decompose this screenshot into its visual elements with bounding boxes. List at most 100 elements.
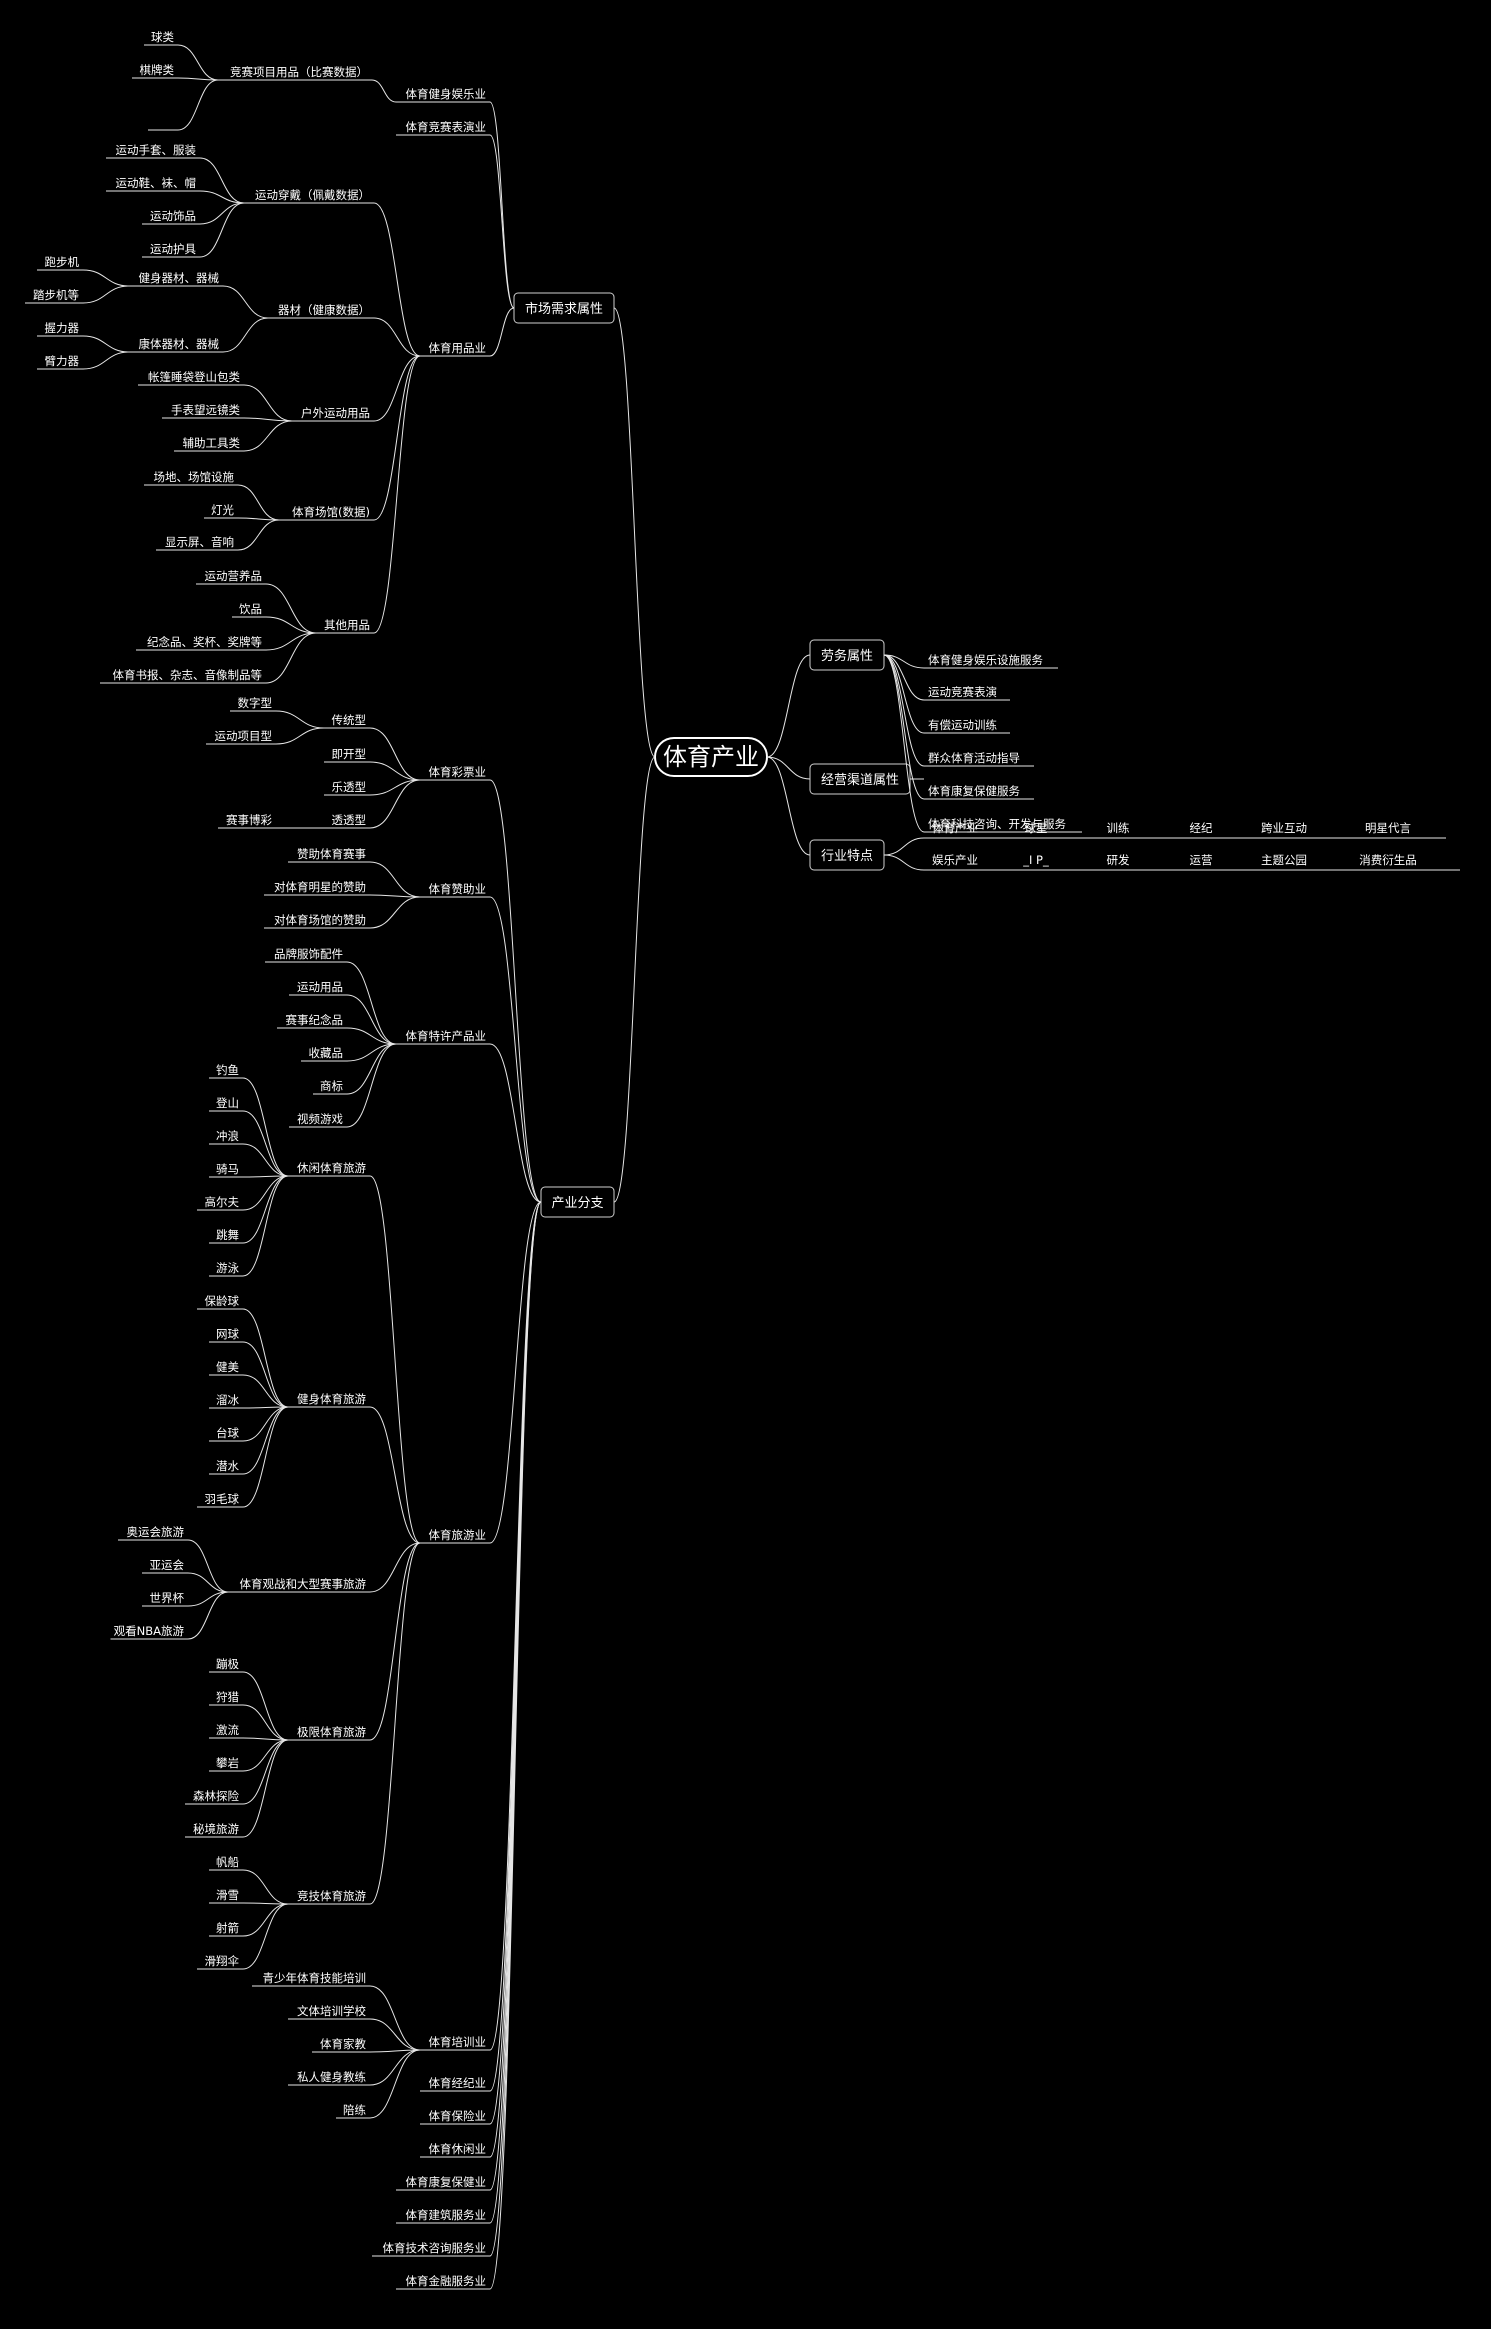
node-label[interactable]: 射箭 xyxy=(216,1921,239,1935)
node-label[interactable]: 观看NBA旅游 xyxy=(114,1624,185,1638)
node-label[interactable]: 登山 xyxy=(216,1096,239,1110)
node-label[interactable]: 纪念品、奖杯、奖牌等 xyxy=(147,635,262,649)
node-label[interactable]: 体育彩票业 xyxy=(429,765,487,779)
node-label[interactable]: 体育书报、杂志、音像制品等 xyxy=(113,668,263,682)
node-label[interactable]: 场地、场馆设施 xyxy=(154,470,235,484)
node-label[interactable]: 运动项目型 xyxy=(215,729,273,743)
node-label[interactable]: 灯光 xyxy=(211,503,234,517)
node-label[interactable]: 户外运动用品 xyxy=(301,406,370,420)
node-label[interactable]: 体育康复保健业 xyxy=(406,2175,487,2189)
node-label[interactable]: 手表望远镜类 xyxy=(171,403,240,417)
node-label[interactable]: 球类 xyxy=(151,30,174,44)
node-label[interactable]: 溜冰 xyxy=(216,1393,239,1407)
node-label[interactable]: 体育观战和大型赛事旅游 xyxy=(240,1577,367,1591)
node-label[interactable]: 跳舞 xyxy=(216,1228,239,1242)
node-label[interactable]: 显示屏、音响 xyxy=(165,535,234,549)
node-label[interactable]: 激流 xyxy=(216,1723,239,1737)
node-label[interactable]: 数字型 xyxy=(238,696,273,710)
node-label[interactable]: 竞技体育旅游 xyxy=(297,1889,366,1903)
node-label[interactable]: 蹦极 xyxy=(216,1657,239,1671)
node-label[interactable]: 体育技术咨询服务业 xyxy=(383,2241,487,2255)
node-label[interactable]: 攀岩 xyxy=(216,1756,239,1770)
node-label[interactable]: 健美 xyxy=(216,1360,239,1374)
node-label[interactable]: 竞赛项目用品（比赛数据） xyxy=(230,65,368,79)
node-label[interactable]: 乐透型 xyxy=(332,780,367,794)
node-label[interactable]: 高尔夫 xyxy=(205,1195,240,1209)
node-label[interactable]: 体育用品业 xyxy=(429,341,487,355)
node-label[interactable]: 健身器材、器械 xyxy=(139,271,220,285)
node-label[interactable]: 帆船 xyxy=(216,1855,239,1869)
node-label[interactable]: 休闲体育旅游 xyxy=(297,1161,366,1175)
node-label[interactable]: 跑步机 xyxy=(45,255,80,269)
node-label[interactable]: 游泳 xyxy=(216,1261,239,1275)
node-label[interactable]: 体育场馆(数据) xyxy=(292,505,370,519)
node-label[interactable]: 体育特许产品业 xyxy=(406,1029,487,1043)
node-label[interactable]: 文体培训学校 xyxy=(297,2004,366,2018)
node-label[interactable]: 体育旅游业 xyxy=(429,1528,487,1542)
node-label[interactable]: 滑雪 xyxy=(216,1888,239,1902)
node-label[interactable]: 体育健身娱乐业 xyxy=(406,87,487,101)
node-label[interactable]: 帐篷睡袋登山包类 xyxy=(148,370,240,384)
node-label[interactable]: 传统型 xyxy=(332,713,367,727)
node-label[interactable]: 森林探险 xyxy=(193,1789,239,1803)
node-label[interactable]: 视频游戏 xyxy=(297,1112,343,1126)
node-label[interactable]: 体育竞赛表演业 xyxy=(406,120,487,134)
node-label[interactable]: 运动穿戴（佩戴数据） xyxy=(255,188,370,202)
node-label[interactable]: 秘境旅游 xyxy=(193,1822,239,1836)
node-label[interactable]: 体育建筑服务业 xyxy=(406,2208,487,2222)
node-label[interactable]: 体育培训业 xyxy=(429,2035,487,2049)
node-label[interactable]: 康体器材、器械 xyxy=(139,337,220,351)
node-label[interactable]: 运动用品 xyxy=(297,980,343,994)
node-label[interactable]: 体育保险业 xyxy=(429,2109,487,2123)
node-label[interactable]: 品牌服饰配件 xyxy=(274,947,343,961)
node-label[interactable]: 网球 xyxy=(216,1327,239,1341)
node-label[interactable]: 体育休闲业 xyxy=(429,2142,487,2156)
node-label[interactable]: 赛事纪念品 xyxy=(286,1013,344,1027)
node-label[interactable]: 运动饰品 xyxy=(150,209,196,223)
node-label[interactable]: 青少年体育技能培训 xyxy=(263,1971,367,1985)
node-label[interactable]: 体育康复保健服务 xyxy=(928,784,1020,798)
node-label[interactable]: 健身体育旅游 xyxy=(297,1392,366,1406)
node-label[interactable]: 亚运会 xyxy=(150,1558,185,1572)
node-label[interactable]: 器材（健康数据） xyxy=(278,303,370,317)
node-label[interactable]: 体育金融服务业 xyxy=(406,2274,487,2288)
node-label[interactable]: 陪练 xyxy=(343,2103,366,2117)
node-label[interactable]: 有偿运动训练 xyxy=(928,718,997,732)
node-label[interactable]: 辅助工具类 xyxy=(183,436,241,450)
node-label[interactable]: 滑翔伞 xyxy=(205,1954,240,1968)
node-label[interactable]: 保龄球 xyxy=(205,1294,240,1308)
node-label[interactable]: 对体育场馆的赞助 xyxy=(274,913,366,927)
node-label[interactable]: 羽毛球 xyxy=(205,1492,240,1506)
node-label[interactable]: 运动鞋、袜、帽 xyxy=(116,176,197,190)
node-label[interactable]: 对体育明星的赞助 xyxy=(274,880,366,894)
node-label[interactable]: 台球 xyxy=(216,1426,239,1440)
node-label[interactable]: 体育经纪业 xyxy=(429,2076,487,2090)
node-label[interactable]: 群众体育活动指导 xyxy=(928,751,1020,765)
node-label[interactable]: 钓鱼 xyxy=(216,1063,239,1077)
node-label[interactable]: 运动护具 xyxy=(150,242,196,256)
node-label[interactable]: 体育科技咨询、开发与服务 xyxy=(928,817,1066,831)
node-label[interactable]: 赛事博彩 xyxy=(226,813,272,827)
node-label[interactable]: 骑马 xyxy=(216,1162,239,1176)
node-label[interactable]: 运动手套、服装 xyxy=(116,143,197,157)
node-label[interactable]: 即开型 xyxy=(332,747,367,761)
node-label[interactable]: 潜水 xyxy=(216,1459,239,1473)
node-label[interactable]: 握力器 xyxy=(45,321,80,335)
node-label[interactable]: 其他用品 xyxy=(324,618,370,632)
node-label[interactable]: 踏步机等 xyxy=(33,288,79,302)
node-label[interactable]: 奥运会旅游 xyxy=(127,1525,185,1539)
node-label[interactable]: 臂力器 xyxy=(45,354,80,368)
node-label[interactable]: 体育赞助业 xyxy=(429,882,487,896)
node-label[interactable]: 赞助体育赛事 xyxy=(297,847,366,861)
node-label[interactable]: 极限体育旅游 xyxy=(297,1725,366,1739)
node-label[interactable]: 饮品 xyxy=(239,602,262,616)
node-label[interactable]: 运动竞赛表演 xyxy=(928,685,997,699)
node-label[interactable]: 收藏品 xyxy=(309,1046,344,1060)
node-label[interactable]: 世界杯 xyxy=(150,1591,185,1605)
node-label[interactable]: 体育家教 xyxy=(320,2037,366,2051)
node-label[interactable]: 棋牌类 xyxy=(140,63,175,77)
node-label[interactable]: 透透型 xyxy=(332,813,367,827)
node-label[interactable]: 体育健身娱乐设施服务 xyxy=(928,653,1043,667)
node-label[interactable]: 商标 xyxy=(320,1079,343,1093)
node-label[interactable]: 冲浪 xyxy=(216,1129,239,1143)
